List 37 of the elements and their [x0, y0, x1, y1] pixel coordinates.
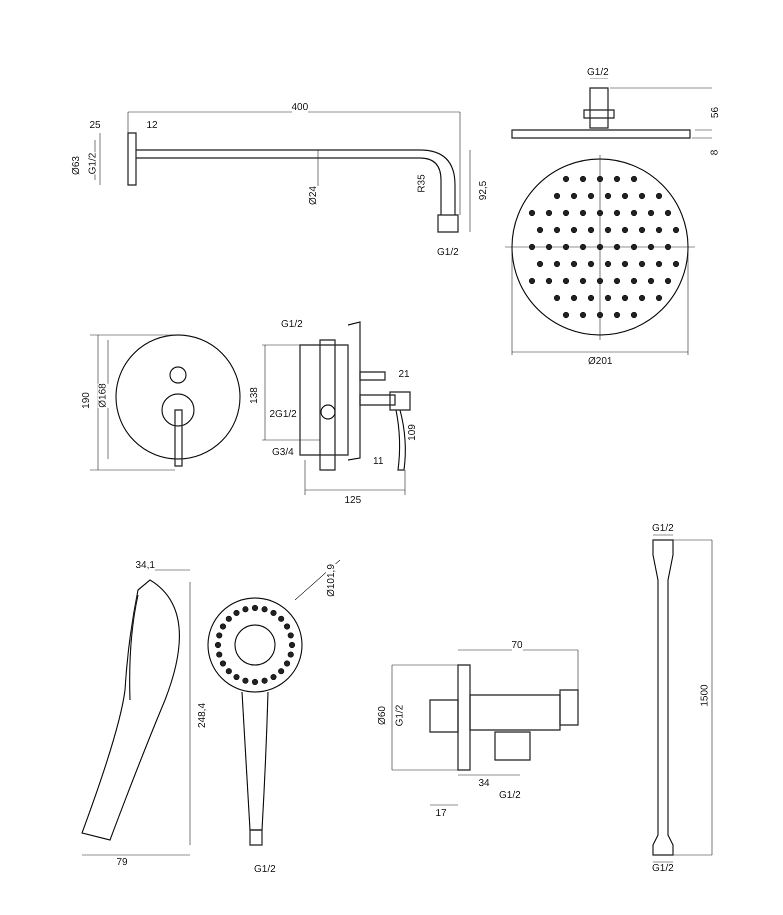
dimension-label: 34: [478, 778, 490, 788]
dimension-label: 138: [248, 386, 260, 404]
dimension-label: 34,1: [136, 560, 155, 570]
dimension-label: G1/2: [281, 318, 303, 330]
dimension-label: 11: [373, 456, 384, 466]
dimension-label: 12: [146, 120, 158, 130]
dimension-label: Ø201: [588, 356, 612, 366]
dimension-label: 17: [436, 808, 447, 818]
dimension-label: Ø101,9: [325, 564, 336, 596]
dimension-label: Ø168: [98, 382, 109, 408]
dimension-label: 56: [710, 106, 721, 118]
dimension-label: Ø63: [70, 156, 82, 174]
dimension-label: Ø60: [376, 706, 388, 724]
dimension-label: G1/2: [437, 246, 459, 258]
dimension-label: 1500: [700, 684, 711, 706]
dimension-label: G1/2: [587, 66, 609, 78]
dimension-label: G1/2: [254, 864, 276, 874]
dimension-label: 2G1/2: [270, 408, 297, 420]
dimension-label: 8: [709, 149, 720, 155]
dimension-label: 21: [398, 368, 410, 380]
dimension-label: 70: [512, 640, 523, 650]
dimension-label: 400: [292, 102, 308, 112]
dimension-label: Ø24: [307, 186, 318, 204]
dimension-label: G1/2: [87, 152, 98, 174]
dimension-label: 92,5: [478, 180, 489, 200]
dimension-label: G3/4: [272, 446, 294, 458]
dimension-label: 190: [80, 392, 92, 408]
dimension-label: 25: [90, 120, 101, 130]
dimension-label: 79: [116, 856, 128, 868]
dimension-label: G1/2: [652, 862, 674, 874]
dimension-label: G1/2: [499, 790, 521, 800]
dimension-label: 109: [406, 424, 418, 440]
dimension-label: G1/2: [394, 704, 406, 726]
dimension-label: G1/2: [652, 522, 674, 534]
dimension-label: R35: [416, 174, 428, 192]
dimension-label: 125: [344, 494, 362, 506]
dimension-label: 248,4: [196, 702, 208, 728]
